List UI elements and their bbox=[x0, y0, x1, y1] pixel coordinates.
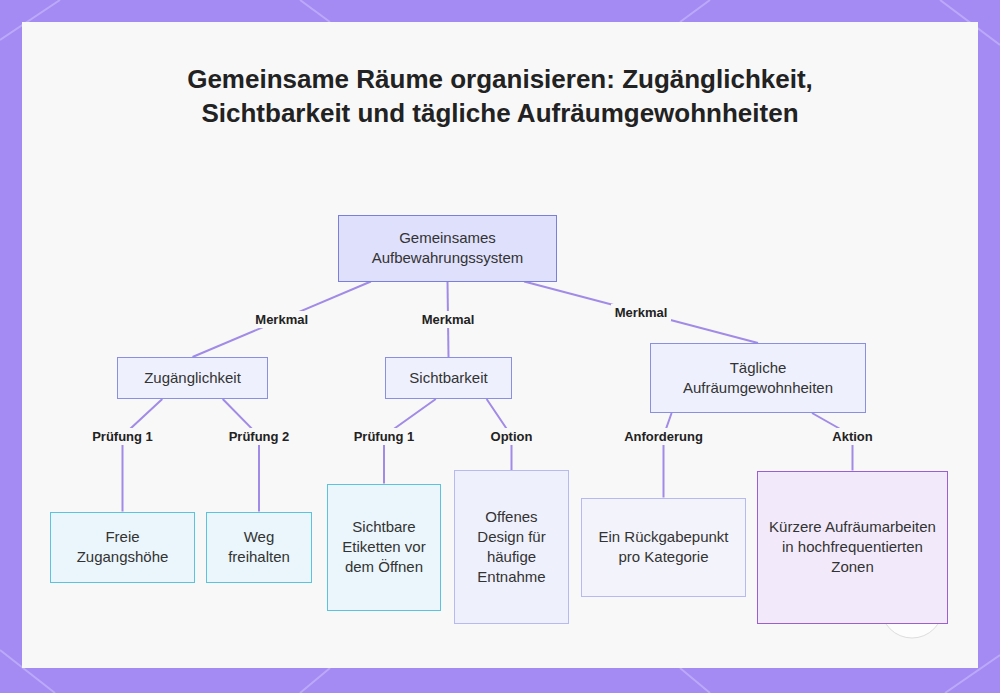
edge-label: Prüfung 1 bbox=[88, 428, 157, 445]
concept-box: Offenes Design für häufige Entnahme bbox=[454, 470, 569, 624]
edge-label: Merkmal bbox=[611, 304, 672, 321]
diagram-title: Gemeinsame Räume organisieren: Zugänglic… bbox=[150, 62, 850, 130]
box-text: Tägliche Aufräumgewohnheiten bbox=[660, 358, 856, 398]
edge-label: Option bbox=[487, 428, 537, 445]
concept-box: Ein Rückgabepunkt pro Kategorie bbox=[581, 498, 746, 597]
concept-box: Kürzere Aufräumarbeiten in hochfrequenti… bbox=[757, 471, 948, 624]
concept-box: Weg freihalten bbox=[206, 512, 312, 583]
concept-box: Sichtbare Etiketten vor dem Öffnen bbox=[327, 484, 441, 611]
concept-box: Tägliche Aufräumgewohnheiten bbox=[650, 343, 866, 413]
box-text: Kürzere Aufräumarbeiten in hochfrequenti… bbox=[767, 517, 938, 577]
connector-line bbox=[664, 413, 672, 498]
edge-label: Merkmal bbox=[418, 311, 479, 328]
box-text: Sichtbarkeit bbox=[409, 368, 487, 388]
edge-label: Prüfung 2 bbox=[225, 428, 294, 445]
edge-label: Aktion bbox=[828, 428, 876, 445]
concept-box: Zugänglichkeit bbox=[117, 357, 268, 399]
edge-label: Merkmal bbox=[251, 311, 312, 328]
connector-line bbox=[223, 399, 259, 512]
concept-box: Sichtbarkeit bbox=[385, 357, 512, 399]
concept-box: Gemeinsames Aufbewahrungssystem bbox=[338, 215, 557, 282]
connector-line bbox=[524, 282, 758, 344]
box-text: Weg freihalten bbox=[216, 527, 302, 567]
box-text: Sichtbare Etiketten vor dem Öffnen bbox=[337, 517, 431, 577]
box-text: Ein Rückgabepunkt pro Kategorie bbox=[591, 527, 736, 567]
box-text: Gemeinsames Aufbewahrungssystem bbox=[348, 228, 547, 268]
concept-box: Freie Zugangshöhe bbox=[50, 512, 195, 583]
edge-label: Prüfung 1 bbox=[350, 428, 419, 445]
edge-label: Anforderung bbox=[620, 428, 707, 445]
box-text: Freie Zugangshöhe bbox=[60, 527, 185, 567]
connector-line bbox=[123, 399, 163, 512]
box-text: Zugänglichkeit bbox=[144, 368, 241, 388]
box-text: Offenes Design für häufige Entnahme bbox=[464, 507, 559, 587]
connector-line bbox=[193, 282, 371, 358]
